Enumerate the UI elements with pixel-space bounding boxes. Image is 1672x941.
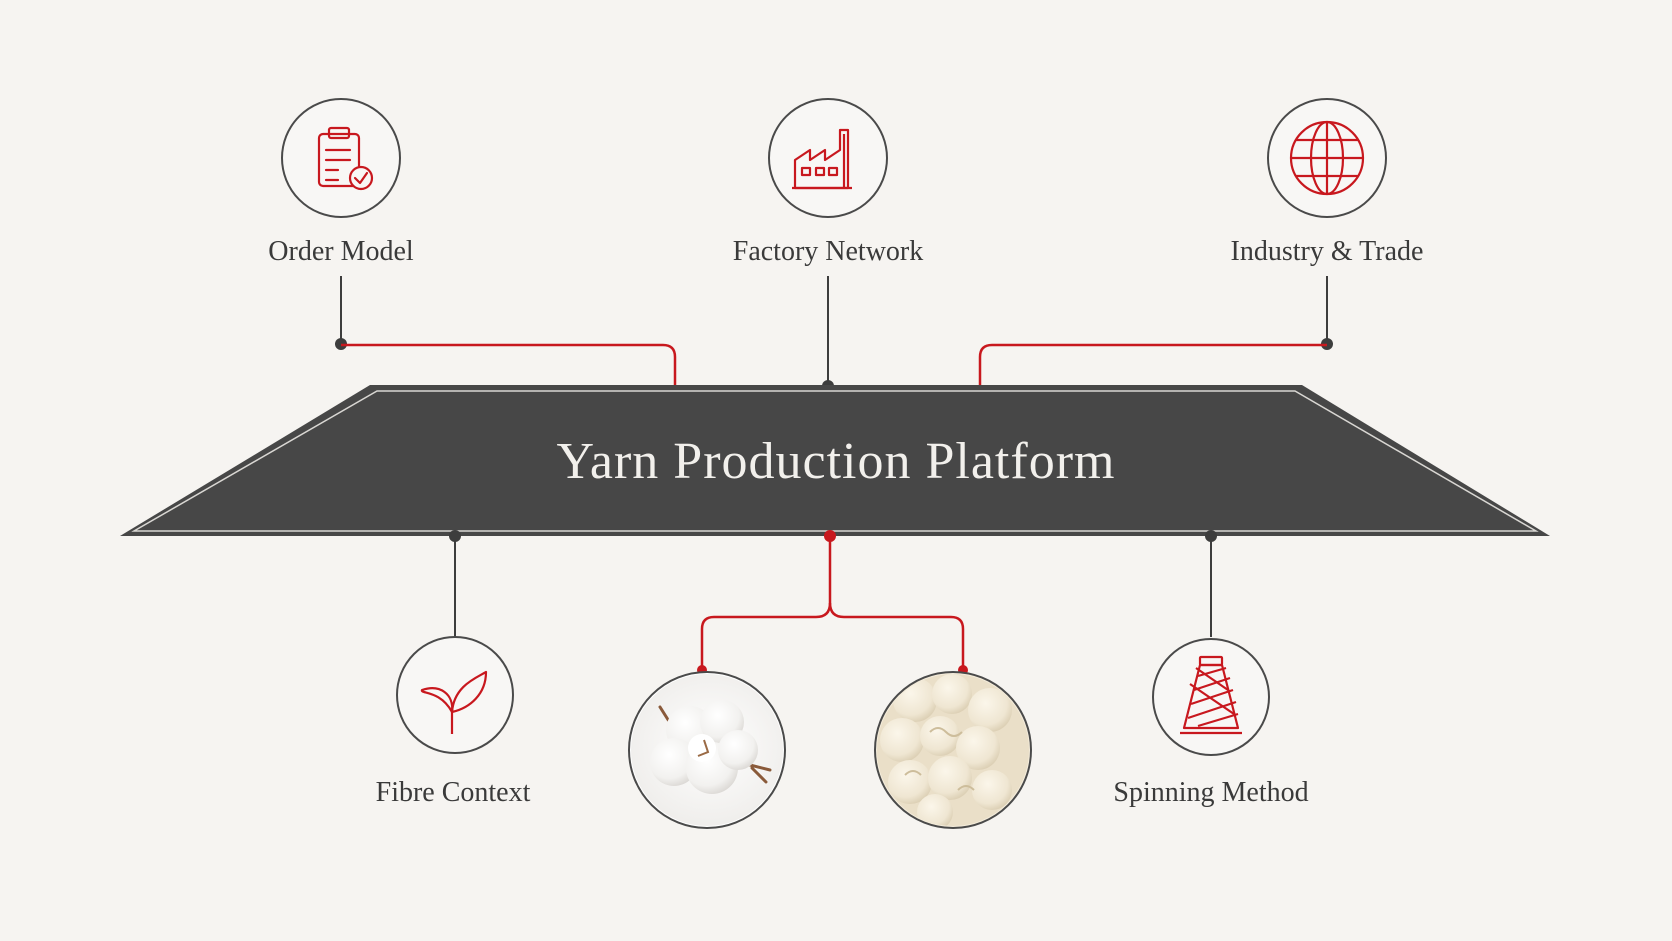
node-wool-image[interactable] (870, 670, 1040, 840)
factory-network-label: Factory Network (732, 236, 924, 267)
connector-order-model (335, 276, 677, 386)
connector-spinning-method (1205, 530, 1217, 637)
fibre-context-label: Fibre Context (375, 777, 531, 808)
connector-fibre-images (697, 530, 968, 675)
clipboard-check-icon (317, 126, 374, 191)
connector-industry-trade (978, 276, 1333, 386)
platform-banner (120, 385, 1550, 536)
globe-icon (1289, 120, 1365, 196)
spinning-method-label: Spinning Method (1113, 777, 1309, 808)
factory-icon (792, 128, 852, 190)
node-industry-trade[interactable] (1267, 98, 1387, 218)
platform-title: Yarn Production Platform (556, 433, 1116, 490)
wool-fibre-image (877, 674, 1029, 826)
node-factory-network[interactable] (768, 98, 888, 218)
node-order-model[interactable] (281, 98, 401, 218)
connector-fibre-context (449, 530, 461, 637)
node-fibre-context[interactable] (396, 636, 514, 754)
node-spinning-method[interactable] (1152, 638, 1270, 756)
industry-trade-label: Industry & Trade (1230, 236, 1424, 267)
order-model-label: Order Model (268, 236, 414, 267)
node-cotton-image[interactable] (620, 670, 800, 840)
connector-factory-network (822, 276, 834, 392)
yarn-cone-icon (1180, 655, 1242, 735)
sprout-icon (420, 670, 488, 734)
cotton-boll-image (631, 674, 783, 826)
